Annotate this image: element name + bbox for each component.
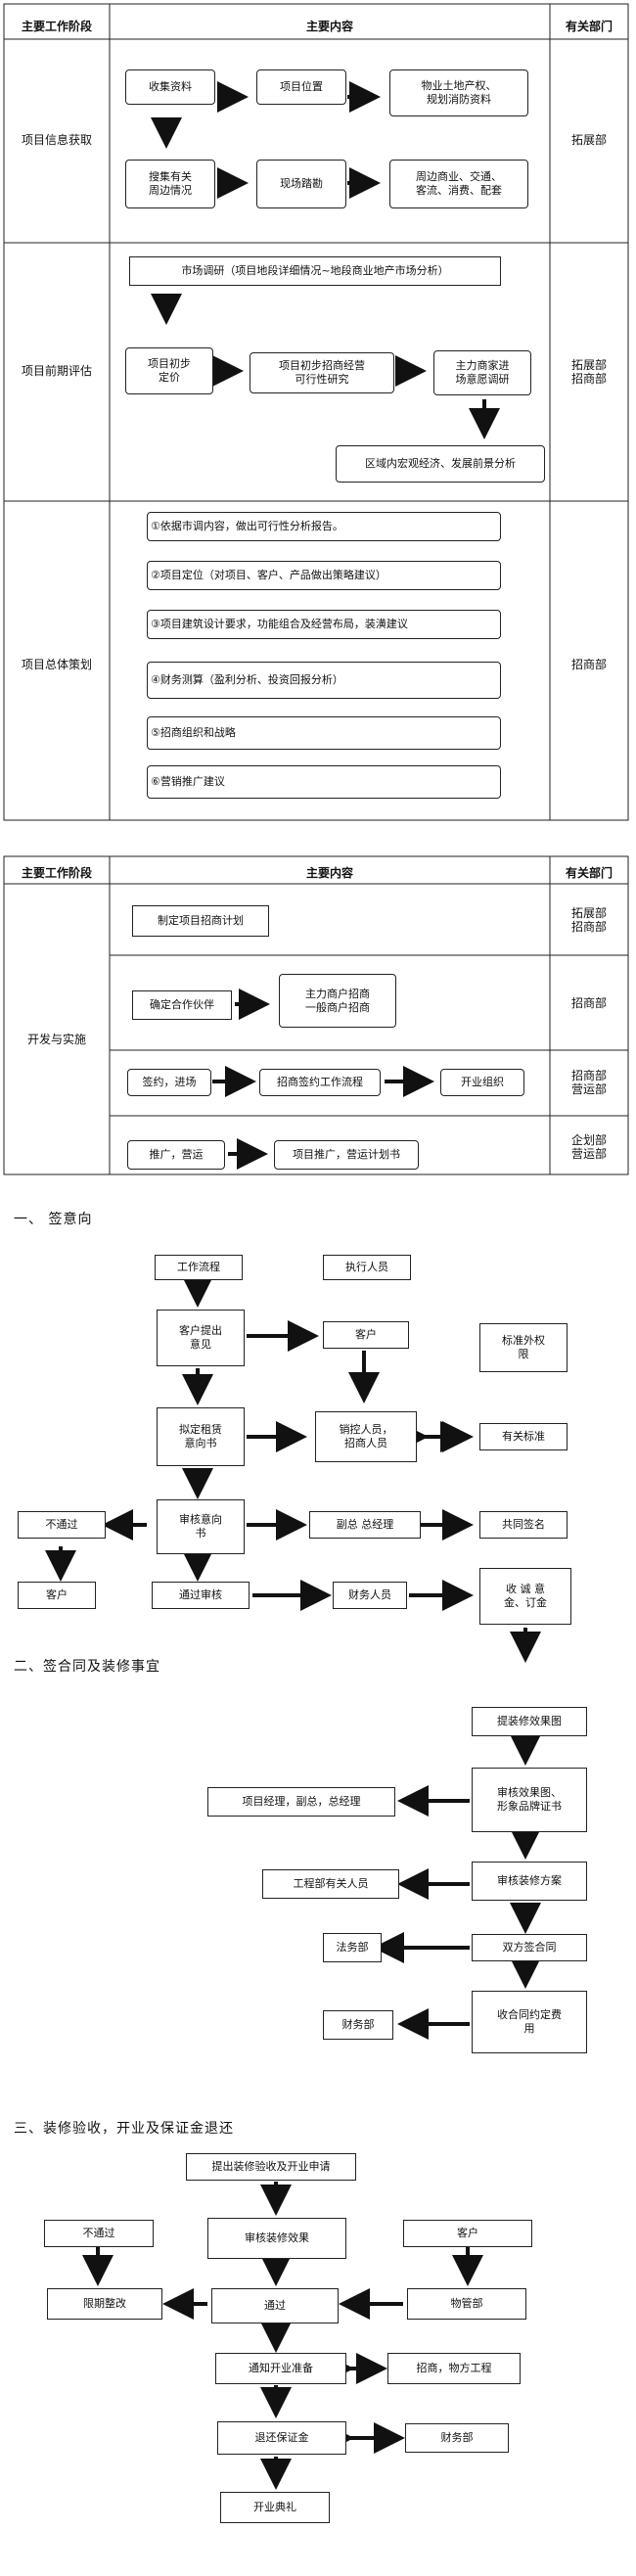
f3-ceremony: 开业典礼 <box>220 2492 330 2523</box>
section-2-title: 二、签合同及装修事宜 <box>14 1659 160 1675</box>
f1-customer: 客户 <box>323 1321 409 1349</box>
t1-r1-box-site-survey: 现场踏勘 <box>256 160 346 208</box>
t2-r1-box-plan: 制定项目招商计划 <box>132 905 269 937</box>
f3-pass: 通过 <box>211 2288 339 2323</box>
t1-r3-dept: 招商部 <box>570 658 607 671</box>
t2-r3-box-sign: 签约，进场 <box>127 1069 211 1096</box>
t2-r2-box-tenants: 主力商户招商 一般商户招商 <box>279 974 396 1028</box>
t1-r2-box-macro: 区域内宏观经济、发展前景分析 <box>336 445 545 483</box>
f2-review-fx: 审核效果图、 形象品牌证书 <box>472 1768 587 1832</box>
f3-review: 审核装修效果 <box>207 2218 346 2259</box>
t1-r1-dept: 拓展部 <box>570 133 607 147</box>
t2-header-dept: 有关部门 <box>565 866 613 880</box>
f3-notify: 通知开业准备 <box>215 2353 346 2384</box>
f2-collect: 收合同约定费 用 <box>472 1991 587 2053</box>
f1-exec: 执行人员 <box>323 1255 411 1280</box>
t1-r3-item-1: ①依据市调内容，做出可行性分析报告。 <box>147 512 501 541</box>
t1-r1-box-location: 项目位置 <box>256 69 346 105</box>
f3-parties: 招商，物方工程 <box>387 2353 521 2384</box>
f1-standard: 有关标准 <box>479 1423 568 1450</box>
t2-r4-box-plan: 项目推广，营运计划书 <box>274 1140 419 1170</box>
t1-r1-stage: 项目信息获取 <box>21 133 92 147</box>
f2-finance: 财务部 <box>323 2010 393 2040</box>
f1-pass: 通过审核 <box>152 1582 250 1609</box>
f1-sales: 销控人员， 招商人员 <box>315 1411 417 1462</box>
t1-header-content: 主要内容 <box>305 20 353 33</box>
f3-reject: 不通过 <box>44 2220 154 2247</box>
t1-header-stage: 主要工作阶段 <box>21 20 92 33</box>
t1-r2-stage: 项目前期评估 <box>21 364 92 378</box>
t1-r2-box-pricing: 项目初步 定价 <box>125 347 213 394</box>
t2-r4-box-promo: 推广，营运 <box>127 1140 225 1170</box>
t1-r2-box-feasibility: 项目初步招商经营 可行性研究 <box>250 352 394 393</box>
t1-r1-box-property: 物业土地产权、 规划消防资料 <box>389 69 528 116</box>
f1-vp-gm: 副总 总经理 <box>309 1511 421 1539</box>
t1-r2-box-market: 市场调研（项目地段详细情况~地段商业地产市场分析） <box>129 256 501 286</box>
f1-work-flow: 工作流程 <box>155 1255 243 1280</box>
f2-submit: 提装修效果图 <box>472 1707 587 1736</box>
f1-cosign: 共同签名 <box>479 1511 568 1539</box>
f1-reject: 不通过 <box>18 1511 106 1539</box>
f1-customer-intent: 客户提出 意见 <box>157 1310 245 1366</box>
t1-r2-box-anchor: 主力商家进 场意愿调研 <box>433 350 531 395</box>
t2-stage: 开发与实施 <box>26 1033 86 1046</box>
section-3-title: 三、装修验收，开业及保证金退还 <box>14 2121 234 2137</box>
t2-header-stage: 主要工作阶段 <box>21 866 92 880</box>
t2-header-content: 主要内容 <box>305 866 353 880</box>
f2-sign: 双方签合同 <box>472 1934 587 1961</box>
t1-r2-dept: 拓展部 招商部 <box>570 358 607 386</box>
t1-r3-item-2: ②项目定位（对项目、客户、产品做出策略建议） <box>147 561 501 590</box>
f1-deposit: 收 诚 意 金、订金 <box>479 1568 571 1625</box>
f3-customer: 客户 <box>403 2220 532 2247</box>
f1-draft: 拟定租赁 意向书 <box>157 1407 245 1466</box>
t1-r3-item-3: ③项目建筑设计要求，功能组合及经营布局，装潢建议 <box>147 610 501 639</box>
f1-review: 审核意向 书 <box>157 1499 245 1554</box>
t2-r3-dept: 招商部 营运部 <box>570 1069 607 1096</box>
f1-customer2: 客户 <box>18 1582 96 1609</box>
t2-r3-box-process: 招商签约工作流程 <box>259 1069 381 1096</box>
f3-apply: 提出装修验收及开业申请 <box>186 2153 356 2181</box>
f1-finance: 财务人员 <box>333 1582 407 1609</box>
f3-refund: 退还保证金 <box>217 2421 346 2455</box>
f3-finance: 财务部 <box>405 2423 509 2453</box>
t2-r4-dept: 企划部 营运部 <box>570 1133 607 1161</box>
t2-r1-dept: 拓展部 招商部 <box>570 906 607 934</box>
section-1-title: 一、 签意向 <box>14 1212 93 1227</box>
f2-pm: 项目经理，副总，总经理 <box>207 1787 395 1817</box>
f3-property: 物管部 <box>407 2288 526 2320</box>
f2-eng: 工程部有关人员 <box>262 1869 399 1899</box>
t1-r1-box-collect: 收集资料 <box>125 69 215 105</box>
t1-r3-item-5: ⑤招商组织和战略 <box>147 716 501 750</box>
t1-r3-item-6: ⑥营销推广建议 <box>147 765 501 799</box>
f2-review-plan: 审核装修方案 <box>472 1862 587 1901</box>
t1-r1-box-surroundings: 搜集有关 周边情况 <box>125 160 215 208</box>
t1-r3-item-4: ④财务测算（盈利分析、投资回报分析） <box>147 662 501 699</box>
t2-r2-dept: 招商部 <box>570 996 607 1010</box>
f1-extra-rights: 标准外权 限 <box>479 1323 568 1372</box>
t1-r1-box-commerce: 周边商业、交通、 客流、消费、配套 <box>389 160 528 208</box>
t2-r3-box-opening: 开业组织 <box>440 1069 524 1096</box>
f3-fix: 限期整改 <box>47 2288 162 2320</box>
t1-r3-stage: 项目总体策划 <box>21 658 92 671</box>
t2-r2-box-partner: 确定合作伙伴 <box>132 990 232 1020</box>
f2-legal: 法务部 <box>323 1933 382 1962</box>
t1-header-dept: 有关部门 <box>565 20 613 33</box>
